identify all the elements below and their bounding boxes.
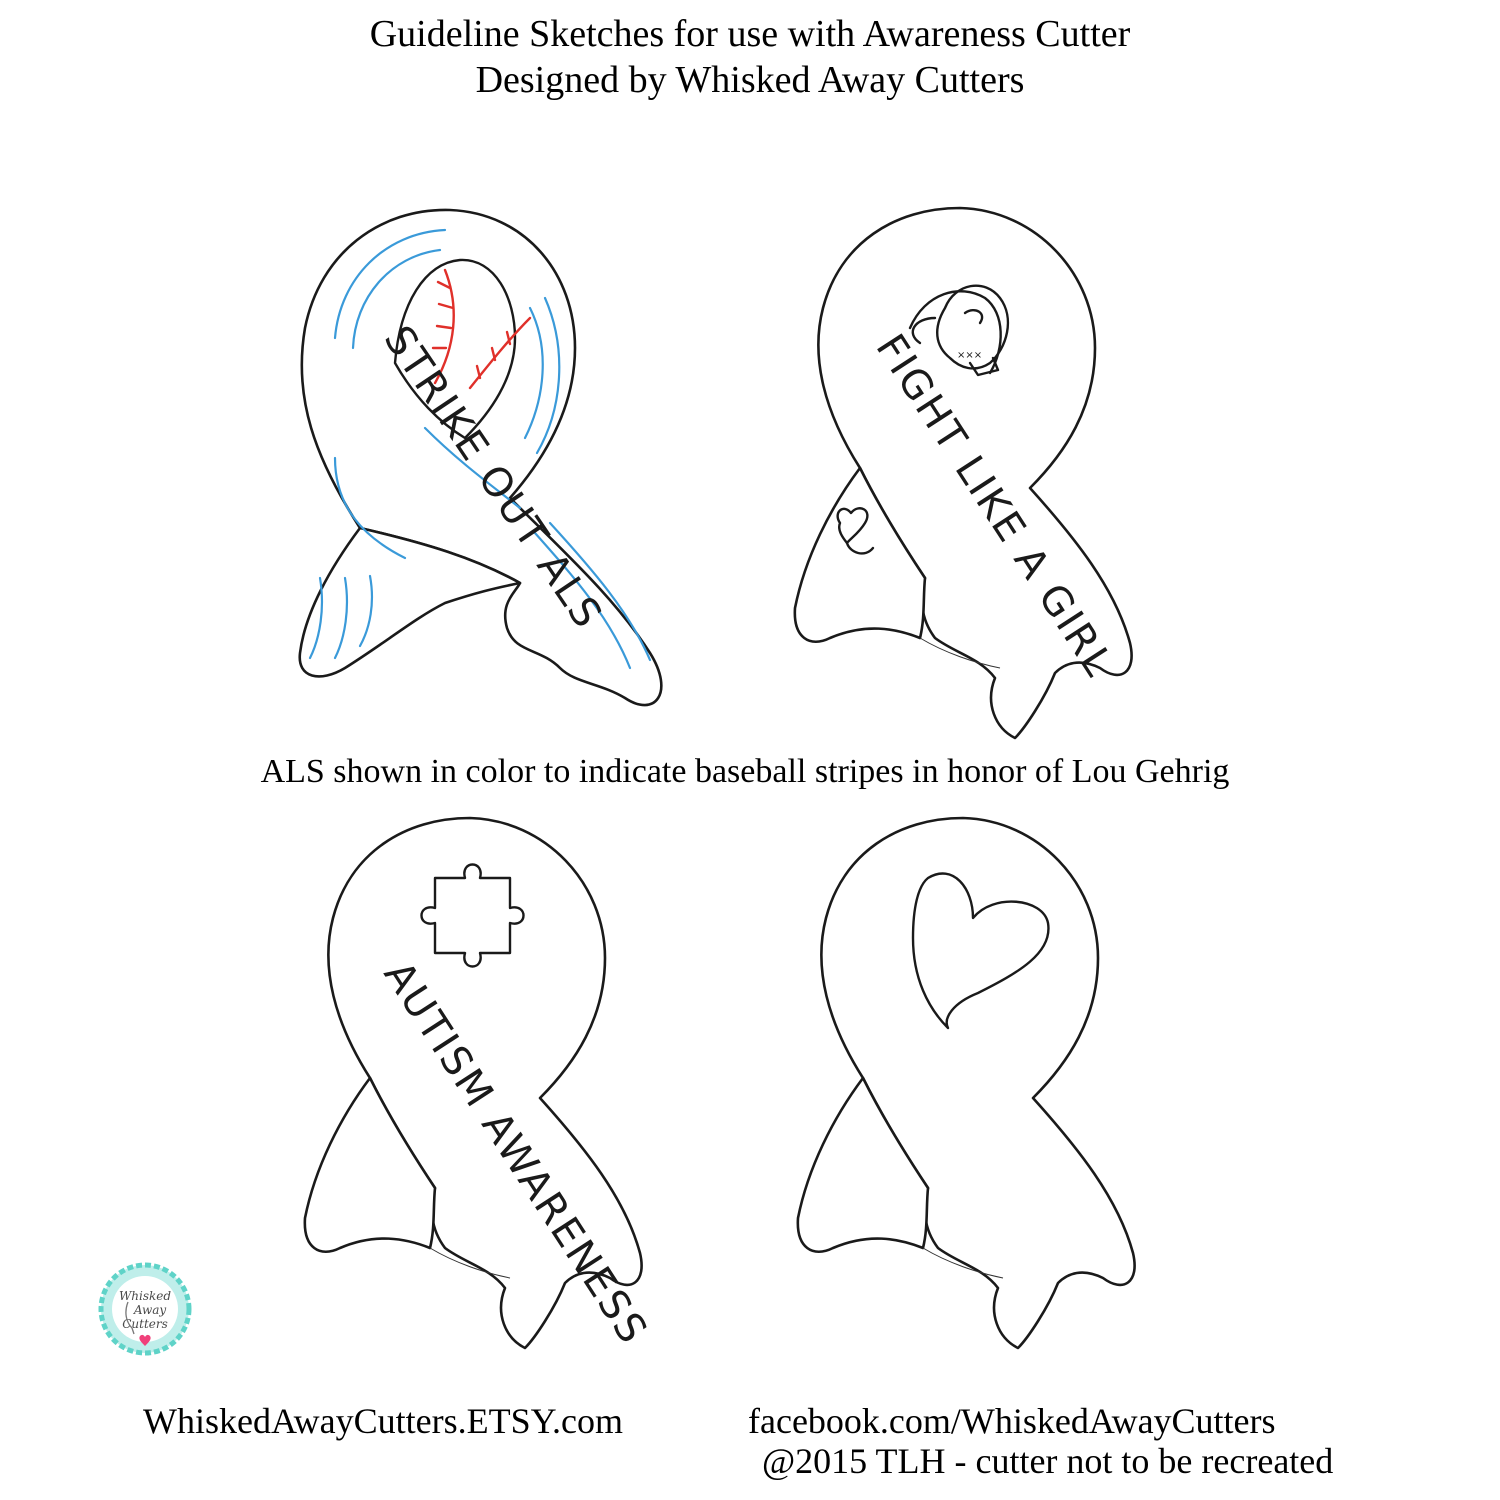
heart-icon (911, 872, 1050, 1030)
svg-text:Away: Away (133, 1303, 167, 1317)
svg-text:×××: ××× (957, 350, 982, 361)
whisked-away-cutters-logo: Whisked Away Cutters (98, 1262, 192, 1356)
footer-copyright: @2015 TLH - cutter not to be recreated (762, 1441, 1334, 1481)
title-line-1: Guideline Sketches for use with Awarenes… (369, 13, 1131, 55)
title-line-2: Designed by Whisked Away Cutters (475, 59, 1025, 101)
svg-text:Cutters: Cutters (122, 1317, 168, 1331)
ribbon-fight-like-a-girl: ××× FIGHT LIKE A GIRL (793, 206, 1133, 740)
whisk-icon (125, 1301, 135, 1335)
boxing-glove-icon: ××× (911, 284, 1010, 377)
ribbon-autism-awareness: AUTISM AWARENESS (303, 816, 656, 1353)
ribbon-strike-out-als: STRIKE OUT ALS (298, 208, 663, 707)
ribbon-heart (796, 816, 1136, 1350)
footer-facebook-link: facebook.com/WhiskedAwayCutters (748, 1401, 1276, 1441)
logo-heart-icon (139, 1334, 151, 1346)
svg-text:Whisked: Whisked (119, 1289, 171, 1303)
heart-icon (836, 507, 875, 555)
baseball-stitch-left (433, 268, 455, 385)
puzzle-piece-icon (420, 863, 525, 968)
footer-etsy-link: WhiskedAwayCutters.ETSY.com (143, 1401, 623, 1441)
caption: ALS shown in color to indicate baseball … (260, 753, 1230, 790)
